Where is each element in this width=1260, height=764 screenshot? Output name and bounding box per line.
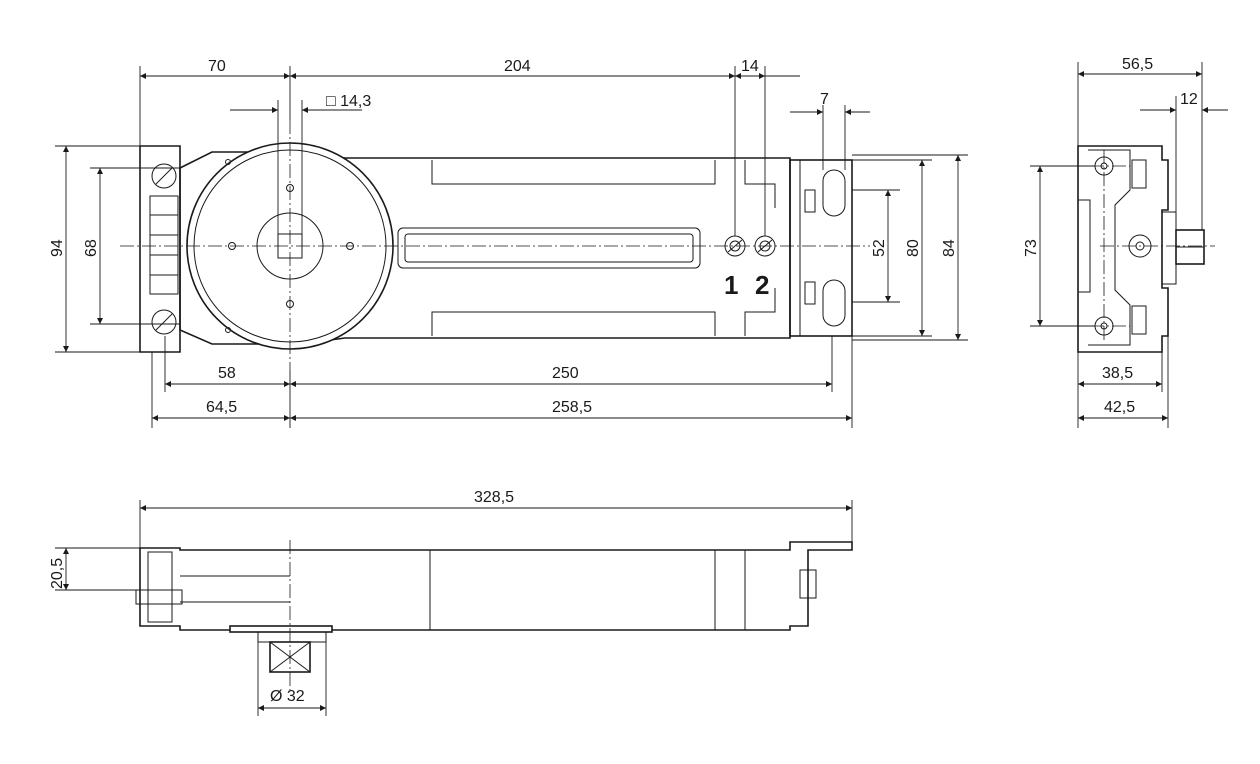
dim-diameter-32: Ø 32 <box>270 688 305 705</box>
dim-70: 70 <box>208 58 226 75</box>
dim-73: 73 <box>1023 239 1040 257</box>
dim-80: 80 <box>905 239 922 257</box>
right-slot-upper <box>822 169 846 217</box>
dim-58: 58 <box>218 365 236 382</box>
front-view-body <box>139 541 853 631</box>
dim-204: 204 <box>504 58 531 75</box>
front-view-dimensions: 328,5 20,5 Ø 32 <box>49 489 853 716</box>
side-spindle-flange <box>1161 211 1177 285</box>
dim-52: 52 <box>871 239 888 257</box>
dim-42-5: 42,5 <box>1104 399 1135 416</box>
side-view-body <box>1077 145 1169 353</box>
right-slot-lower <box>822 279 846 327</box>
front-view <box>135 540 853 690</box>
left-spring-block <box>149 195 179 295</box>
dim-84: 84 <box>941 239 958 257</box>
valve-marker-1: 1 <box>724 270 738 300</box>
dim-328-5: 328,5 <box>474 489 514 506</box>
dim-14: 14 <box>741 58 759 75</box>
dim-14-3: □ 14,3 <box>326 93 371 110</box>
dim-258-5: 258,5 <box>552 399 592 416</box>
side-view <box>1068 145 1215 353</box>
right-end-plate <box>789 159 853 337</box>
left-top-screw <box>151 163 177 189</box>
left-end-bracket <box>139 145 181 353</box>
top-view: 1 2 <box>120 120 870 370</box>
dim-56-5: 56,5 <box>1122 56 1153 73</box>
dim-7: 7 <box>820 91 829 108</box>
dim-64-5: 64,5 <box>206 399 237 416</box>
dim-20-5: 20,5 <box>49 558 66 589</box>
dim-94: 94 <box>49 239 66 257</box>
left-bottom-screw <box>151 309 177 335</box>
dim-68: 68 <box>83 239 100 257</box>
side-view-dimensions: 56,5 12 73 38,5 42,5 <box>1023 56 1228 428</box>
central-slot <box>397 227 701 269</box>
top-view-dimensions: 70 204 14 □ 14,3 7 94 68 52 8 <box>49 58 968 428</box>
valve-marker-2: 2 <box>755 270 769 300</box>
dim-12: 12 <box>1180 91 1198 108</box>
dim-250: 250 <box>552 365 579 382</box>
dim-38-5: 38,5 <box>1102 365 1133 382</box>
